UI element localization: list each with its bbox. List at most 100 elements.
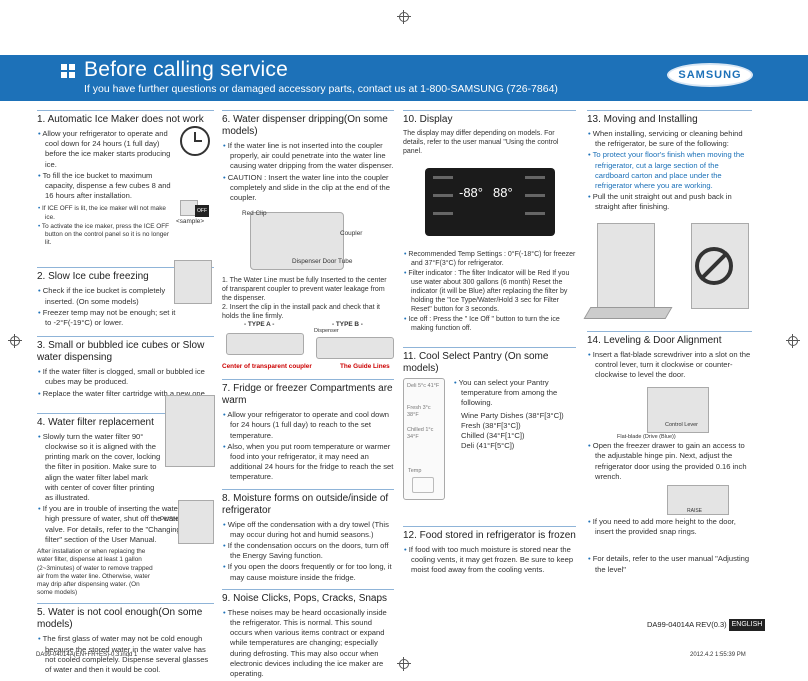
- type-a-label: - TYPE A -: [244, 321, 275, 329]
- list-item: If the condensation occurs on the doors,…: [222, 541, 394, 561]
- print-date: 2012.4.2 1:55:39 PM: [690, 652, 746, 658]
- water-filter-image: [165, 395, 215, 467]
- list-item: Recommended Temp Settings : 0°F(-18°C) f…: [403, 250, 576, 268]
- registration-mark: [8, 334, 22, 348]
- section-title: 7. Fridge or freezer Compartments are wa…: [222, 379, 394, 407]
- ice-off-button-icon: OFF: [195, 205, 209, 217]
- section-2: 2. Slow Ice cube freezing Check if the i…: [37, 267, 214, 328]
- list-item: Slowly turn the water filter 90° clockwi…: [37, 432, 162, 503]
- list-item: The first glass of water may not be cold…: [37, 634, 214, 675]
- clock-icon: [180, 126, 210, 156]
- list-item: If the water line is not inserted into t…: [222, 141, 394, 172]
- push-label: PUSH: [160, 516, 178, 523]
- pantry-option: Wine Party Dishes (38°F[3°C]): [461, 410, 564, 420]
- list-item: Check if the ice bucket is completely in…: [37, 286, 177, 306]
- list-item: If the water filter is clogged, small or…: [37, 367, 214, 387]
- pantry-option: Deli (41°F[5°C]): [461, 441, 515, 451]
- file-name: DA99-04014A(EN+FR+ES)-0.3.indd 1: [36, 652, 138, 658]
- note-item: If ICE OFF is lit, the ice maker will no…: [37, 205, 177, 221]
- list-item: Allow your refrigerator to operate and c…: [37, 129, 177, 170]
- fridge-on-carton-image: [597, 222, 655, 309]
- registration-mark: [397, 657, 411, 671]
- filter-note: After installation or when replacing the…: [37, 548, 153, 597]
- coupler-illustration: Red Clip Coupler Dispenser Door Tube: [222, 204, 394, 276]
- note-item: To activate the ice maker, press the ICE…: [37, 223, 177, 248]
- pantry-panel-chilled: Chilled 1°c 34°F: [407, 427, 434, 440]
- tube-label: Dispenser Door Tube: [292, 258, 353, 266]
- section-title: 4. Water filter replacement: [37, 412, 214, 429]
- section-title: 10. Display: [403, 110, 576, 126]
- list-item: Insert a flat-blade screwdriver into a s…: [587, 350, 752, 381]
- section-9: 9. Noise Clicks, Pops, Cracks, Snaps The…: [222, 588, 394, 679]
- section-3: 3. Small or bubbled ice cubes or Slow wa…: [37, 336, 214, 399]
- screwdriver-label: Flat-blade (Drive (Blue)): [617, 434, 676, 441]
- section-title: 8. Moisture forms on outside/inside of r…: [222, 488, 394, 517]
- section-13: 13. Moving and Installing When installin…: [583, 110, 752, 325]
- moving-illustration: [583, 219, 752, 325]
- section-11: 11. Cool Select Pantry (On some models) …: [403, 347, 576, 500]
- coupler-types: - TYPE A - - TYPE B - Dispenser Center o…: [222, 321, 394, 375]
- section-title: 12. Food stored in refrigerator is froze…: [403, 526, 576, 542]
- hinge-image: [667, 485, 729, 516]
- section-title: 11. Cool Select Pantry (On some models): [403, 347, 576, 375]
- list-item: Replace the water filter cartridge with …: [37, 389, 214, 399]
- raise-label: RAISE: [687, 508, 703, 515]
- list-item: Open the freezer drawer to gain an acces…: [587, 441, 752, 482]
- column-4: 13. Moving and Installing When installin…: [583, 110, 752, 576]
- section-5: 5. Water is not cool enough(On some mode…: [37, 603, 214, 675]
- type-b-label: - TYPE B -: [332, 321, 363, 329]
- list-item: If food with too much moisture is stored…: [403, 545, 576, 576]
- list-item: To fill the ice bucket to maximum capaci…: [37, 171, 177, 202]
- section-title: 1. Automatic Ice Maker does not work: [37, 110, 214, 126]
- title-squares-icon: [61, 64, 77, 80]
- pantry-option: Fresh (38°F[3°C]): [461, 420, 521, 430]
- list-item: These noises may be heard occasionally i…: [222, 608, 394, 679]
- column-1: 1. Automatic Ice Maker does not work All…: [37, 110, 214, 676]
- page-subtitle: If you have further questions or damaged…: [84, 83, 558, 95]
- control-lever-image: [647, 387, 709, 434]
- section-title: 14. Leveling & Door Alignment: [587, 330, 752, 347]
- red-clip-label: Red Clip: [242, 210, 267, 218]
- section-title: 3. Small or bubbled ice cubes or Slow wa…: [37, 336, 214, 364]
- page-title: Before calling service: [84, 58, 288, 81]
- pantry-panel-deli: Deli 5°c 41°F: [407, 383, 440, 389]
- list-item: If you need to add more height to the do…: [587, 517, 752, 537]
- freezer-temp-display: -88°: [459, 185, 483, 200]
- list-item: Freezer temp may not be enough; set it t…: [37, 308, 177, 328]
- control-lever-label: Control Lever: [665, 422, 699, 429]
- step-1: 1. The Water Line must be fully Inserted…: [222, 277, 387, 303]
- dispenser-push-image: [178, 500, 214, 544]
- registration-mark: [786, 334, 800, 348]
- column-3: 10. Display The display may differ depen…: [403, 110, 576, 577]
- section-10: 10. Display The display may differ depen…: [403, 110, 576, 333]
- section-title: 5. Water is not cool enough(On some mode…: [37, 603, 214, 631]
- list-item: CAUTION : Insert the water line into the…: [222, 173, 394, 204]
- section-title: 13. Moving and Installing: [587, 110, 752, 126]
- pantry-intro: You can select your Pantry temperature f…: [453, 378, 576, 409]
- samsung-logo: SAMSUNG: [667, 63, 753, 87]
- pantry-panel-image: Deli 5°c 41°F Fresh 3°c 38°F Chilled 1°c…: [403, 378, 445, 500]
- control-lever-illustration: Control Lever Flat-blade (Drive (Blue)): [587, 381, 752, 441]
- prohibited-icon: [695, 246, 733, 285]
- pantry-option: Chilled (34°F[1°C]): [461, 431, 525, 441]
- section-12: 12. Food stored in refrigerator is froze…: [403, 526, 576, 576]
- dispenser-label: Dispenser: [314, 328, 339, 335]
- guide-lines-label: The Guide Lines: [340, 363, 390, 371]
- list-item: Ice off : Press the " Ice Off " button t…: [403, 315, 576, 333]
- list-item: Pull the unit straight out and push back…: [587, 192, 752, 212]
- list-item: To protect your floor's finish when movi…: [587, 150, 752, 191]
- sample-label: <sample>: [176, 218, 205, 225]
- pantry-panel-fresh: Fresh 3°c 38°F: [407, 405, 431, 418]
- type-a-coupler-image: [226, 333, 304, 356]
- list-item: Allow your refrigerator to operate and c…: [222, 410, 394, 441]
- section-title: 2. Slow Ice cube freezing: [37, 267, 214, 283]
- section-title: 9. Noise Clicks, Pops, Cracks, Snaps: [222, 588, 394, 605]
- pantry-panel-temp: Temp: [408, 468, 422, 474]
- section-1: 1. Automatic Ice Maker does not work All…: [37, 110, 214, 247]
- hinge-illustration: RAISE: [587, 483, 752, 517]
- list-item: Also, when you put room temperature or w…: [222, 442, 394, 483]
- control-panel-image: -88° 88°: [403, 164, 576, 244]
- registration-mark: [397, 10, 411, 24]
- list-item: If you open the doors frequently or for …: [222, 562, 394, 582]
- section-4: 4. Water filter replacement Slowly turn …: [37, 412, 214, 597]
